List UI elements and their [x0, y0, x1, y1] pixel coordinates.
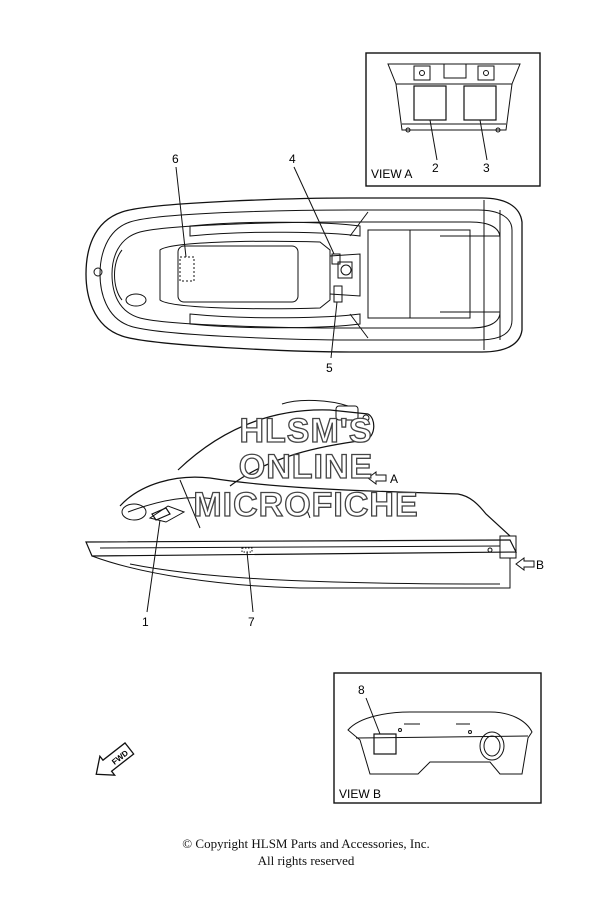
top-view-craft: 6 4 5 — [85, 152, 523, 375]
watermark-line-3: MICROFICHE — [193, 486, 418, 524]
view-b-arrow-icon — [515, 557, 535, 571]
rights-text: All rights reserved — [257, 853, 355, 868]
decal-6 — [179, 256, 195, 282]
decal-3 — [463, 85, 497, 121]
callout-7: 7 — [248, 615, 255, 629]
view-a-label: VIEW A — [371, 167, 412, 181]
decal-4 — [331, 253, 341, 265]
side-view-craft: 1 7 A B — [85, 399, 544, 629]
watermark-line-1: HLSM'S — [239, 412, 372, 450]
callout-5: 5 — [326, 361, 333, 375]
callout-6: 6 — [172, 152, 179, 166]
decal-2 — [413, 85, 447, 121]
watermark: HLSM'S ONLINE MICROFICHE — [193, 411, 419, 524]
callout-8: 8 — [358, 683, 365, 697]
decal-1 — [151, 507, 171, 521]
callout-3: 3 — [483, 161, 490, 175]
callout-2: 2 — [432, 161, 439, 175]
callout-4: 4 — [289, 152, 296, 166]
fwd-arrow-icon: FWD — [95, 742, 135, 776]
decal-5 — [333, 285, 343, 303]
view-b-arrow-label: B — [536, 558, 544, 572]
decal-8 — [373, 733, 397, 755]
watermark-line-2: ONLINE — [239, 448, 373, 486]
view-a-inset: 2 3 VIEW A — [365, 52, 541, 187]
copyright-text: © Copyright HLSM Parts and Accessories, … — [182, 836, 430, 851]
callout-1: 1 — [142, 615, 149, 629]
view-a-arrow-icon — [367, 471, 387, 485]
view-b-inset: 8 VIEW B — [333, 672, 542, 804]
view-a-arrow-label: A — [390, 472, 398, 486]
decal-7 — [241, 547, 253, 553]
view-b-label: VIEW B — [339, 787, 381, 801]
